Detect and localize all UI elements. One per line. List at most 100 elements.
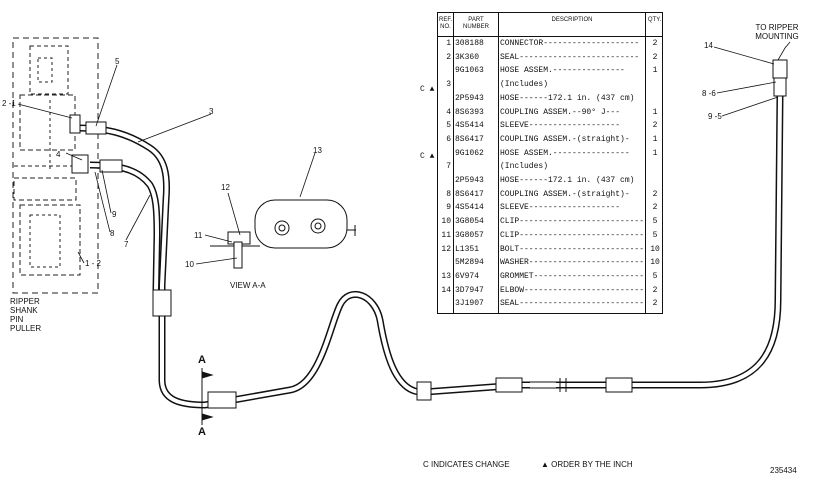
cell-qty: 5: [652, 271, 658, 281]
callout-8-6: 8 -6: [702, 89, 716, 98]
table-row: 10 3G8054 CLIP-------------------------- 5: [438, 216, 662, 227]
cell-qty: 5: [652, 230, 658, 240]
cell-part: 4S5414: [455, 203, 484, 213]
order-note: ▲ ORDER BY THE INCH: [541, 460, 633, 469]
cell-desc: HOSE ASSEM.----------------: [500, 148, 630, 158]
cell-ref: 4: [446, 107, 451, 117]
table-row: 9G1063 HOSE ASSEM.--------------- 1: [438, 65, 662, 76]
cell-desc: (Includes): [500, 80, 549, 90]
table-row: 2P5943 HOSE------172.1 in. (437 cm): [438, 93, 662, 104]
cell-part: 8S6417: [455, 134, 484, 144]
cell-qty: 2: [652, 39, 658, 48]
cell-desc: (Includes): [500, 162, 549, 172]
callout-13: 13: [313, 146, 322, 155]
cell-desc: WASHER------------------------: [500, 258, 645, 268]
assembly-label-line: RIPPER: [10, 297, 40, 306]
cell-part: 2P5943: [455, 93, 484, 103]
cell-qty: 2: [652, 121, 658, 131]
cell-qty: 2: [652, 203, 658, 213]
cell-desc: HOSE------172.1 in. (437 cm): [500, 93, 635, 103]
cell-ref: 10: [441, 217, 451, 227]
cell-ref: 3: [446, 80, 451, 90]
cell-qty: 1: [652, 148, 658, 158]
cell-qty: 2: [652, 52, 658, 62]
header-ref: REF. NO.: [439, 17, 453, 30]
cell-part: 8S6417: [455, 189, 484, 199]
callout-10: 10: [185, 260, 194, 269]
cell-qty: 1: [652, 66, 658, 76]
callout-3: 3: [209, 107, 214, 116]
view-a-a-detail: [210, 199, 356, 269]
couplings: [69, 59, 788, 401]
change-note: C INDICATES CHANGE: [423, 460, 510, 469]
header-desc: DESCRIPTION: [551, 17, 593, 23]
cell-desc: SEAL--------------------------: [500, 299, 645, 309]
callout-4: 4: [56, 150, 61, 159]
cell-qty: 10: [650, 258, 660, 268]
cell-desc: SEAL-------------------------: [500, 52, 640, 62]
cell-ref: 2: [446, 52, 451, 62]
cell-part: 9G1063: [455, 66, 484, 76]
table-row: 2P5943 HOSE------172.1 in. (437 cm): [438, 175, 662, 186]
cell-desc: COUPLING ASSEM.-(straight)-: [500, 134, 630, 144]
cell-part: 3D7947: [455, 285, 484, 295]
callout-11: 11: [194, 231, 203, 240]
cell-ref: 8: [446, 189, 451, 199]
cell-qty: 5: [652, 217, 658, 227]
cell-ref: 12: [441, 244, 451, 254]
cell-ref: 5: [446, 121, 451, 131]
to-ripper-line: TO RIPPER: [755, 23, 799, 32]
cell-qty: 1: [652, 134, 658, 144]
hose-assembly-3: [77, 94, 784, 409]
header-part: PART NUMBER: [462, 17, 489, 30]
callout-9-5: 9 -5: [708, 112, 722, 121]
table-header: REF. NO. PART NUMBER DESCRIPTION QTY.: [438, 13, 662, 37]
cell-part: 9G1062: [455, 148, 484, 158]
cell-part: 308188: [455, 39, 484, 48]
change-mark: C ▲: [420, 152, 435, 161]
cell-part: 5M2894: [455, 258, 484, 268]
cell-part: 3J1907: [455, 299, 484, 309]
cell-desc: SLEEVE-------------------: [500, 121, 621, 131]
callout-8: 8: [110, 229, 115, 238]
cell-desc: CLIP--------------------------: [500, 230, 645, 240]
cell-desc: CLIP--------------------------: [500, 217, 645, 227]
cell-part: 3K360: [455, 52, 480, 62]
cell-qty: 1: [652, 107, 658, 117]
cell-desc: HOSE------172.1 in. (437 cm): [500, 176, 635, 185]
cell-desc: SLEEVE-------------------: [500, 203, 621, 213]
assembly-label-line: SHANK: [10, 306, 38, 315]
cell-part: 6V974: [455, 271, 480, 281]
callout-7: 7: [124, 240, 129, 249]
assembly-label: RIPPER SHANK PIN PULLER: [10, 297, 50, 333]
table-row: 9G1062 HOSE ASSEM.---------------- 1: [438, 148, 662, 159]
cell-ref: 14: [441, 285, 451, 295]
assembly-label-line: PIN: [10, 315, 24, 324]
callout-1-2: 1 - 2: [85, 259, 102, 268]
cell-desc: CONNECTOR--------------------: [500, 39, 640, 48]
assembly-label-line: PULLER: [10, 324, 42, 333]
to-ripper-mounting-label: TO RIPPER MOUNTING: [744, 23, 810, 41]
callout-2-1: 2 -1: [2, 99, 16, 108]
section-marker-bottom: A: [198, 426, 206, 438]
table-row: 3 (Includes): [438, 79, 662, 90]
cell-desc: COUPLING ASSEM.--90° J---: [500, 107, 621, 117]
cell-qty: 2: [652, 189, 658, 199]
cell-desc: HOSE ASSEM.---------------: [500, 66, 625, 76]
col-divider: [645, 13, 646, 313]
cell-part: L1351: [455, 244, 480, 254]
cell-qty: 2: [652, 285, 658, 295]
table-row: 5M2894 WASHER------------------------ 10: [438, 257, 662, 268]
cell-part: 3G8054: [455, 217, 484, 227]
col-divider: [498, 13, 499, 313]
leader-lines: [17, 41, 791, 265]
